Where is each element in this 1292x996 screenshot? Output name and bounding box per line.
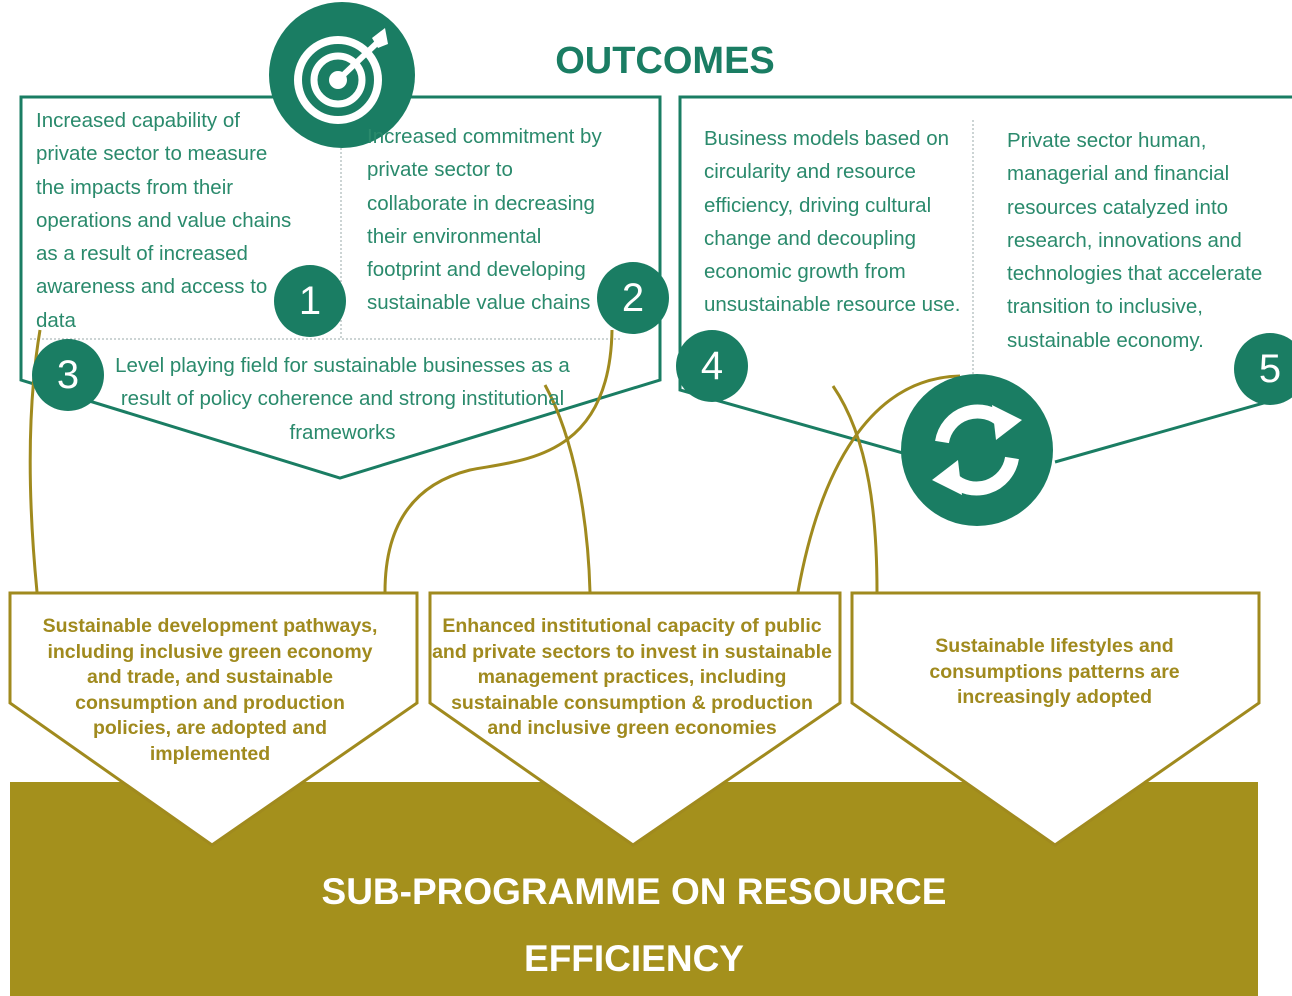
connector-5-to-pentagon-2 — [796, 374, 961, 593]
pentagon-shape-2 — [428, 591, 842, 847]
banner-title-line-2: EFFICIENCY — [524, 938, 744, 979]
outcome-5-badge: 5 — [1234, 333, 1292, 405]
pentagon-shape-1 — [8, 591, 419, 847]
banner-title: SUB-PROGRAMME ON RESOURCE EFFICIENCY — [10, 858, 1258, 992]
outcome-3-text: Level playing field for sustainable busi… — [115, 354, 570, 444]
pentagon-2-text: Enhanced institutional capacity of publi… — [432, 615, 832, 739]
pentagon-shape-3 — [850, 591, 1261, 847]
connector-2-to-pentagon-1 — [383, 329, 614, 593]
outcome-shield-right — [678, 95, 1292, 457]
outcome-5-text: Private sector human, managerial and fin… — [1007, 129, 1263, 352]
banner-title-line-1: SUB-PROGRAMME ON RESOURCE — [321, 871, 947, 912]
outcome-shield-left — [19, 95, 662, 480]
pentagon-3-text: Sustainable lifestyles and consumptions … — [929, 635, 1180, 708]
pentagon-1-text: Sustainable development pathways, includ… — [42, 615, 378, 765]
outcome-1-badge: 1 — [274, 265, 346, 337]
outcome-4-badge: 4 — [676, 330, 748, 402]
connector-4-to-pentagon-3 — [831, 385, 879, 593]
outcome-2-badge: 2 — [597, 262, 669, 334]
outcome-3-badge: 3 — [32, 339, 104, 411]
refresh-icon — [901, 374, 1053, 526]
outcomes-title: OUTCOMES — [555, 40, 775, 82]
target-icon — [269, 2, 415, 148]
outcome-shield-right-tail — [1054, 393, 1292, 464]
outcome-2-text: Increased commitment by private sector t… — [367, 125, 602, 315]
outcome-4-text: Business models based on circularity and… — [704, 127, 961, 317]
connector-3-to-pentagon-2 — [543, 384, 592, 593]
outcome-1-text: Increased capability of private sector t… — [36, 109, 292, 332]
